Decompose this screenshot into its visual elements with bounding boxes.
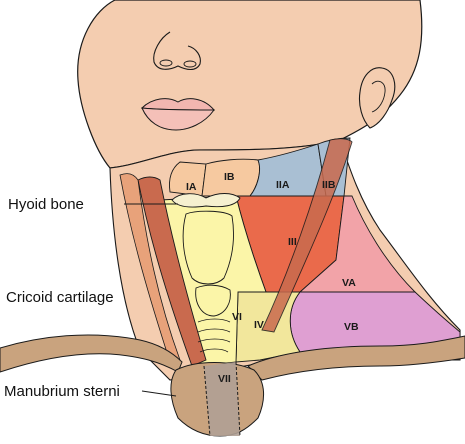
level-VII-region	[204, 362, 240, 436]
zone-label-IIB: IIB	[322, 179, 336, 191]
lower-lip	[141, 107, 215, 131]
platysma-left	[119, 173, 181, 363]
zone-label-IV: IV	[254, 319, 264, 331]
sternocleidomastoid-muscle	[137, 176, 207, 367]
hyoid-bone	[171, 193, 241, 208]
label-cricoid-cartilage: Cricoid cartilage	[6, 289, 114, 306]
label-manubrium-sterni: Manubrium sterni	[4, 383, 120, 400]
level-IIA-region	[249, 143, 327, 197]
thyroid-cartilage	[182, 210, 234, 285]
zone-label-VII: VII	[218, 373, 231, 385]
tracheal-rings	[197, 318, 231, 353]
sternocleidomastoid-posterior	[261, 138, 353, 333]
zone-label-IIA: IIA	[276, 179, 290, 191]
label-hyoid-bone: Hyoid bone	[8, 196, 84, 213]
zone-label-III: III	[288, 236, 297, 248]
nostril-right	[183, 60, 197, 68]
level-VII-boundary	[203, 361, 241, 437]
level-IA-region	[169, 161, 207, 197]
zone-label-VA: VA	[342, 277, 356, 289]
ear	[358, 67, 396, 129]
zone-label-VI: VI	[232, 311, 242, 323]
zone-label-IA: IA	[186, 181, 197, 193]
zone-label-VB: VB	[344, 321, 359, 333]
zone-label-IB: IB	[224, 171, 235, 183]
nose	[153, 31, 201, 71]
manubrium-leader-line	[141, 390, 177, 397]
cricoid-cartilage	[195, 284, 231, 317]
ear-inner	[371, 80, 386, 113]
nostril-left	[159, 59, 173, 67]
clavicle-right	[247, 335, 465, 381]
